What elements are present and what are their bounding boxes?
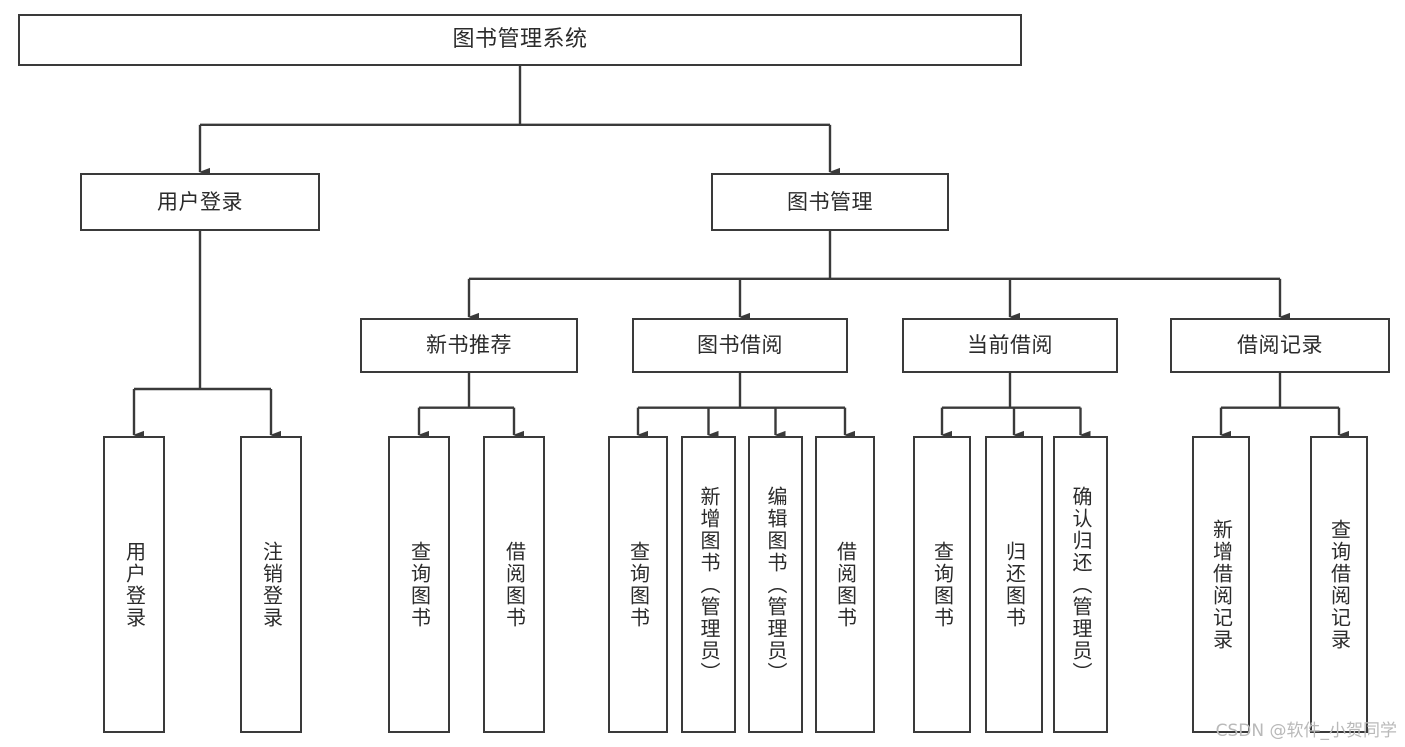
node-label-leaf-add-borrow-record: 新增借阅记录 — [1209, 518, 1234, 651]
node-root[interactable]: 图书管理系统 — [18, 14, 1022, 66]
node-book-management[interactable]: 图书管理 — [711, 173, 949, 231]
node-label-leaf-borrow-book-1: 借阅图书 — [502, 540, 527, 629]
node-book-borrow[interactable]: 图书借阅 — [632, 318, 848, 373]
node-label-current-borrow: 当前借阅 — [967, 333, 1053, 358]
node-leaf-query-borrow-record[interactable]: 查询借阅记录 — [1310, 436, 1368, 733]
node-leaf-return-book[interactable]: 归还图书 — [985, 436, 1043, 733]
node-leaf-query-book-2[interactable]: 查询图书 — [608, 436, 668, 733]
node-new-book-recommend[interactable]: 新书推荐 — [360, 318, 578, 373]
node-label-new-book-recommend: 新书推荐 — [426, 333, 512, 358]
node-label-leaf-add-book-admin: 新增图书（管理员） — [697, 485, 721, 684]
node-label-leaf-confirm-return-admin: 确认归还（管理员） — [1069, 485, 1093, 684]
node-label-leaf-query-book-2: 查询图书 — [626, 540, 651, 629]
node-label-leaf-edit-book-admin: 编辑图书（管理员） — [764, 485, 788, 684]
csdn-watermark: CSDN @软件_小贺同学 — [1215, 721, 1397, 741]
node-borrow-record[interactable]: 借阅记录 — [1170, 318, 1390, 373]
node-leaf-add-book-admin[interactable]: 新增图书（管理员） — [681, 436, 736, 733]
node-label-leaf-query-borrow-record: 查询借阅记录 — [1327, 518, 1352, 651]
node-label-book-management: 图书管理 — [787, 189, 873, 214]
node-label-leaf-user-login: 用户登录 — [122, 540, 147, 629]
node-label-leaf-query-book-1: 查询图书 — [407, 540, 432, 629]
node-leaf-user-login[interactable]: 用户登录 — [103, 436, 165, 733]
node-label-leaf-return-book: 归还图书 — [1002, 540, 1027, 629]
node-current-borrow[interactable]: 当前借阅 — [902, 318, 1118, 373]
node-leaf-add-borrow-record[interactable]: 新增借阅记录 — [1192, 436, 1250, 733]
node-leaf-logout-login[interactable]: 注销登录 — [240, 436, 302, 733]
node-leaf-edit-book-admin[interactable]: 编辑图书（管理员） — [748, 436, 803, 733]
node-label-user-login: 用户登录 — [157, 189, 243, 214]
node-label-root: 图书管理系统 — [452, 27, 588, 53]
node-label-book-borrow: 图书借阅 — [697, 333, 783, 358]
node-user-login[interactable]: 用户登录 — [80, 173, 320, 231]
node-label-leaf-logout-login: 注销登录 — [259, 540, 284, 629]
node-leaf-borrow-book-2[interactable]: 借阅图书 — [815, 436, 875, 733]
node-leaf-query-book-3[interactable]: 查询图书 — [913, 436, 971, 733]
node-label-leaf-query-book-3: 查询图书 — [930, 540, 955, 629]
node-leaf-confirm-return-admin[interactable]: 确认归还（管理员） — [1053, 436, 1108, 733]
node-label-borrow-record: 借阅记录 — [1237, 333, 1323, 358]
node-label-leaf-borrow-book-2: 借阅图书 — [833, 540, 858, 629]
node-leaf-borrow-book-1[interactable]: 借阅图书 — [483, 436, 545, 733]
node-leaf-query-book-1[interactable]: 查询图书 — [388, 436, 450, 733]
